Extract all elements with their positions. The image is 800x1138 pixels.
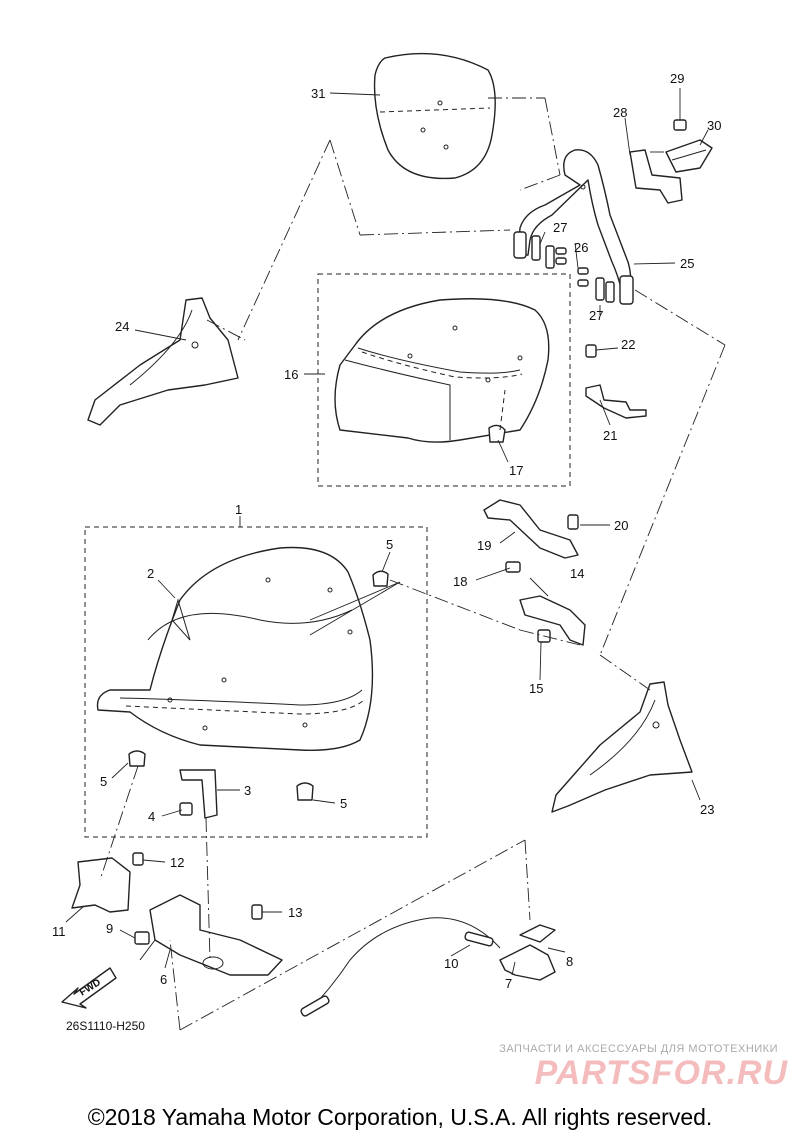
- callout-2: 2: [147, 566, 154, 581]
- callout-16: 16: [284, 367, 298, 382]
- bracket-set: [531, 235, 615, 303]
- callout-1: 1: [235, 502, 242, 517]
- callout-28: 28: [613, 105, 627, 120]
- callout-17: 17: [509, 463, 523, 478]
- callout-19: 19: [477, 538, 491, 553]
- bracket-19: [483, 499, 579, 573]
- seat-lock-cable: [304, 917, 501, 1016]
- damper-17: [488, 424, 506, 443]
- callout-8: 8: [566, 954, 573, 969]
- callout-23: 23: [700, 802, 714, 817]
- passenger-seat-box: [317, 273, 571, 487]
- callout-7: 7: [505, 976, 512, 991]
- callout-30: 30: [707, 118, 721, 133]
- callout-10: 10: [444, 956, 458, 971]
- diagram-code: 26S1110-H250: [66, 1019, 145, 1033]
- rider-seat: [96, 546, 374, 751]
- side-cover-right: [551, 681, 693, 813]
- callout-21: 21: [603, 428, 617, 443]
- copyright-notice: ©2018 Yamaha Motor Corporation, U.S.A. A…: [87, 1104, 713, 1130]
- callout-5b: 5: [100, 774, 107, 789]
- callout-6: 6: [160, 972, 167, 987]
- bracket-14: [519, 595, 586, 646]
- backrest-frame: [513, 149, 634, 305]
- nut-4: [179, 802, 193, 816]
- damper-5a: [372, 570, 389, 587]
- watermark-logo: PARTSFOR.RU: [534, 1054, 788, 1092]
- backrest-pad: [373, 52, 496, 180]
- callout-18: 18: [453, 574, 467, 589]
- callout-29: 29: [670, 71, 684, 86]
- bracket-3: [179, 769, 218, 819]
- callout-12: 12: [170, 855, 184, 870]
- callout-20: 20: [614, 518, 628, 533]
- callout-9: 9: [106, 921, 113, 936]
- callout-11: 11: [52, 924, 66, 939]
- callout-26: 26: [574, 240, 588, 255]
- watermark-tagline: ЗАПЧАСТИ И АКСЕССУАРЫ ДЛЯ МОТОТЕХНИКИ: [499, 1043, 778, 1055]
- mount-bracket: [629, 119, 713, 204]
- rider-seat-box: [84, 526, 428, 838]
- bracket-11: [71, 852, 144, 913]
- side-cover-left: [87, 297, 239, 426]
- lock-plate-6: [134, 894, 283, 976]
- leader-lines: [65, 88, 726, 1031]
- callout-15: 15: [529, 681, 543, 696]
- damper-5b: [128, 750, 146, 767]
- callout-13: 13: [288, 905, 302, 920]
- callout-22: 22: [621, 337, 635, 352]
- lock-bracket-7: [499, 924, 556, 981]
- callout-24: 24: [115, 319, 129, 334]
- callout-14: 14: [570, 566, 584, 581]
- callout-4: 4: [148, 809, 155, 824]
- fwd-arrow-icon: [61, 967, 117, 1009]
- passenger-seat: [334, 298, 550, 443]
- callout-27a: 27: [553, 220, 567, 235]
- callout-3: 3: [244, 783, 251, 798]
- callout-5a: 5: [386, 537, 393, 552]
- callout-labels: 1 2 3 4 5 5 5 6 7 8 9 10 11 12 13 14 15 …: [52, 71, 721, 991]
- callout-25: 25: [680, 256, 694, 271]
- callout-31: 31: [311, 86, 325, 101]
- callout-5c: 5: [340, 796, 347, 811]
- damper-5c: [296, 782, 314, 801]
- bracket-21: [585, 344, 647, 419]
- callout-27b: 27: [589, 308, 603, 323]
